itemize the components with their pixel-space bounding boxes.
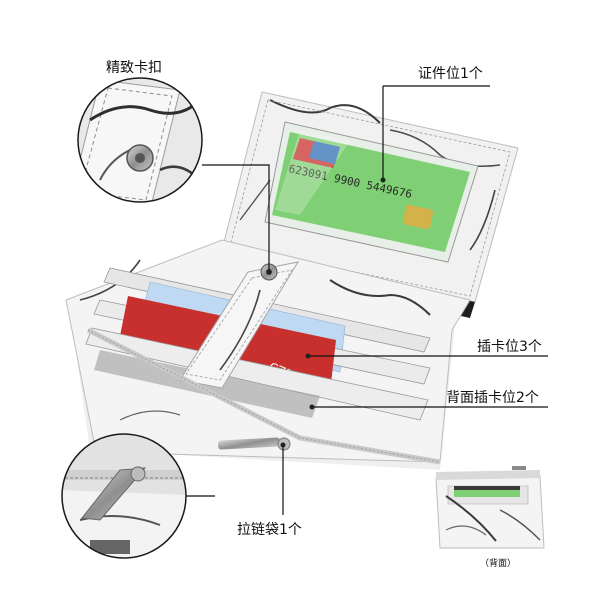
back-thumbnail <box>435 466 545 549</box>
callout-zipper: 拉链袋1个 <box>237 522 302 538</box>
callout-clasp: 精致卡扣 <box>106 60 162 76</box>
callout-lines <box>139 78 548 515</box>
zipper-zoom <box>61 433 187 559</box>
callout-id-slot: 证件位1个 <box>418 66 483 82</box>
id-card: 623091 9900 5449676 <box>272 132 470 252</box>
id-flap: 623091 9900 5449676 <box>218 91 519 318</box>
callout-card-slots: 插卡位3个 <box>477 339 542 355</box>
wallet-main: 623091 9900 5449676 CZRANK <box>65 91 519 470</box>
callout-back-slots: 背面插卡位2个 <box>446 390 539 406</box>
clasp-zoom <box>77 77 203 203</box>
thumbnail-caption: （背面） <box>480 559 517 569</box>
